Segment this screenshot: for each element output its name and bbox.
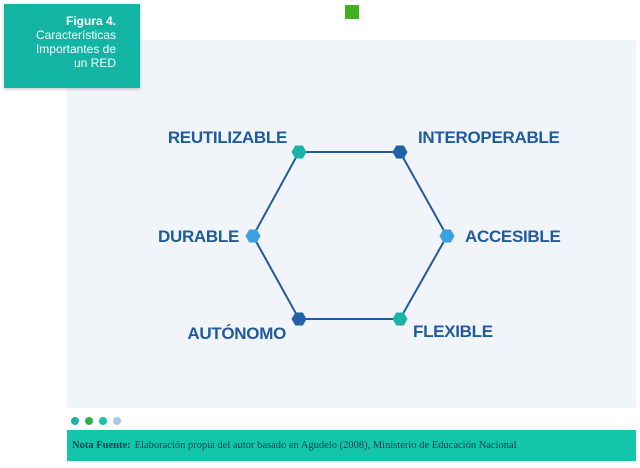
- node-flexible: [392, 312, 408, 326]
- label-interoperable: INTEROPERABLE: [418, 128, 560, 147]
- source-note: Nota Fuente: Elaboración propia del auto…: [67, 430, 636, 461]
- green-square-marker: [345, 5, 359, 19]
- label-reutilizable: REUTILIZABLE: [168, 128, 287, 147]
- pager-dot[interactable]: [85, 417, 93, 425]
- node-autonomo: [291, 312, 307, 326]
- node-reutilizable: [291, 145, 307, 159]
- pager-dot[interactable]: [71, 417, 79, 425]
- figure-title-line: Importantes de: [35, 42, 116, 56]
- pager-dot[interactable]: [99, 417, 107, 425]
- note-key: Nota Fuente:: [72, 440, 131, 451]
- label-accesible: ACCESIBLE: [465, 227, 561, 246]
- figure-label: Figura 4. Características Importantes de…: [4, 4, 140, 88]
- hexagon-outline: [251, 151, 449, 320]
- diagram-panel: [67, 40, 636, 408]
- node-interoperable: [392, 145, 408, 159]
- hexagon-nodes: [245, 145, 455, 326]
- label-durable: DURABLE: [158, 227, 239, 246]
- node-accesible: [439, 229, 455, 243]
- note-text: Elaboración propia del autor basado en A…: [134, 440, 517, 451]
- label-autonomo: AUTÓNOMO: [187, 324, 286, 343]
- pager-dot[interactable]: [113, 417, 121, 425]
- node-durable: [245, 229, 261, 243]
- figure-number: Figura 4.: [65, 14, 116, 28]
- figure-title-line: Características: [35, 28, 116, 42]
- label-flexible: FLEXIBLE: [413, 322, 493, 341]
- figure-title-line: un RED: [73, 56, 116, 70]
